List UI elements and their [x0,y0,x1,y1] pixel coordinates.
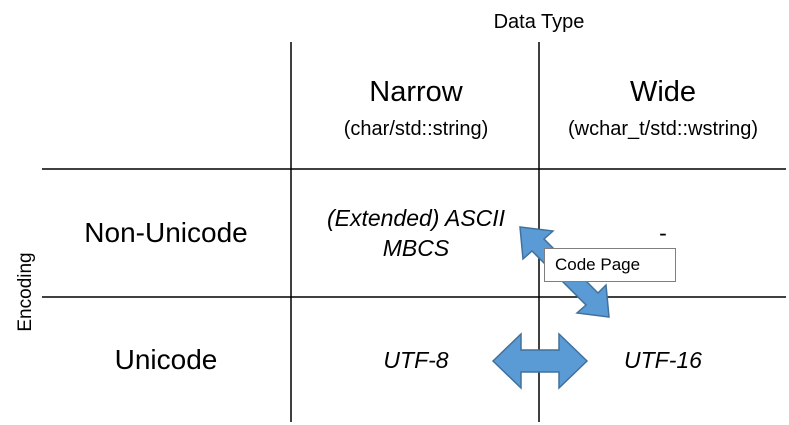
y-axis-label: Encoding [15,252,36,332]
cell-narrow-non-unicode-line1: (Extended) ASCII [326,205,506,231]
column-header-narrow: Narrow [369,76,463,108]
column-subheader-narrow: (char/std::string) [343,118,489,140]
row-header-unicode: Unicode [114,344,218,375]
x-axis-label: Data Type [493,11,585,33]
row-header-non-unicode: Non-Unicode [84,217,248,248]
column-subheader-wide: (wchar_t/std::wstring) [567,118,759,140]
code-page-callout: Code Page [544,248,676,282]
column-header-wide: Wide [629,76,697,108]
utf-conversion-arrow [491,332,589,390]
cell-narrow-unicode: UTF-8 [383,347,449,373]
cell-narrow-non-unicode-line2: MBCS [382,235,450,261]
cell-wide-non-unicode: - [659,220,667,246]
cell-wide-unicode: UTF-16 [624,347,702,373]
